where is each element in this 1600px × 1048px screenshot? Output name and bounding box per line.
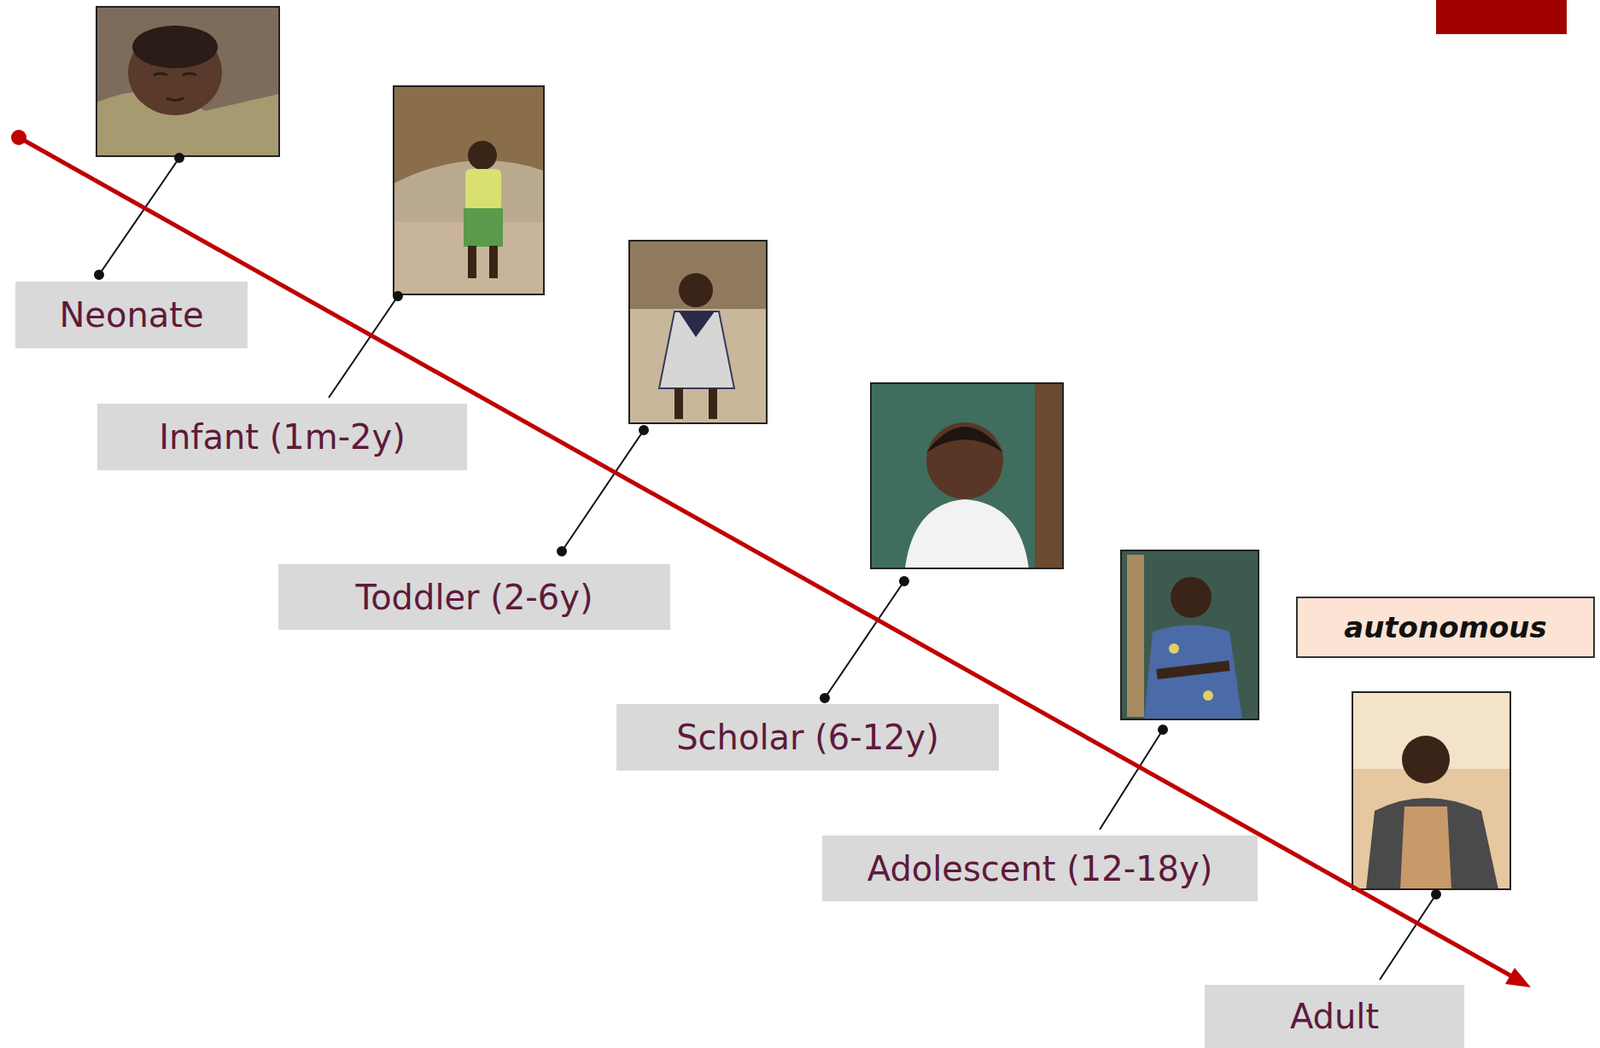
adolescent-photo	[1121, 550, 1259, 720]
infant-photo	[393, 86, 544, 295]
stage-label: Infant (1m-2y)	[97, 403, 468, 471]
stage-text: autonomous	[1343, 610, 1548, 645]
stage-label: Adolescent (12-18y)	[822, 835, 1258, 902]
stage-label: Toddler (2-6y)	[278, 564, 671, 631]
stage-text: Toddler (2-6y)	[356, 578, 594, 618]
corner-bar	[1436, 0, 1567, 35]
stage-text: Scholar (6-12y)	[676, 718, 940, 758]
neonate-photo	[96, 6, 280, 157]
toddler-photo	[629, 240, 767, 424]
timeline-arrow	[11, 129, 1531, 988]
stage-text: Infant (1m-2y)	[158, 417, 406, 457]
leader-lines	[94, 153, 1441, 981]
stage-text: Neonate	[58, 295, 204, 335]
stage-label: Adult	[1204, 985, 1465, 1048]
note-box: autonomous	[1296, 596, 1595, 659]
stage-text: Adult	[1290, 997, 1379, 1037]
adult-photo	[1352, 692, 1511, 890]
stage-text: Adolescent (12-18y)	[867, 849, 1214, 889]
stage-label: Neonate	[15, 281, 248, 349]
scholar-photo	[870, 383, 1063, 569]
stage-label: Scholar (6-12y)	[616, 704, 999, 771]
